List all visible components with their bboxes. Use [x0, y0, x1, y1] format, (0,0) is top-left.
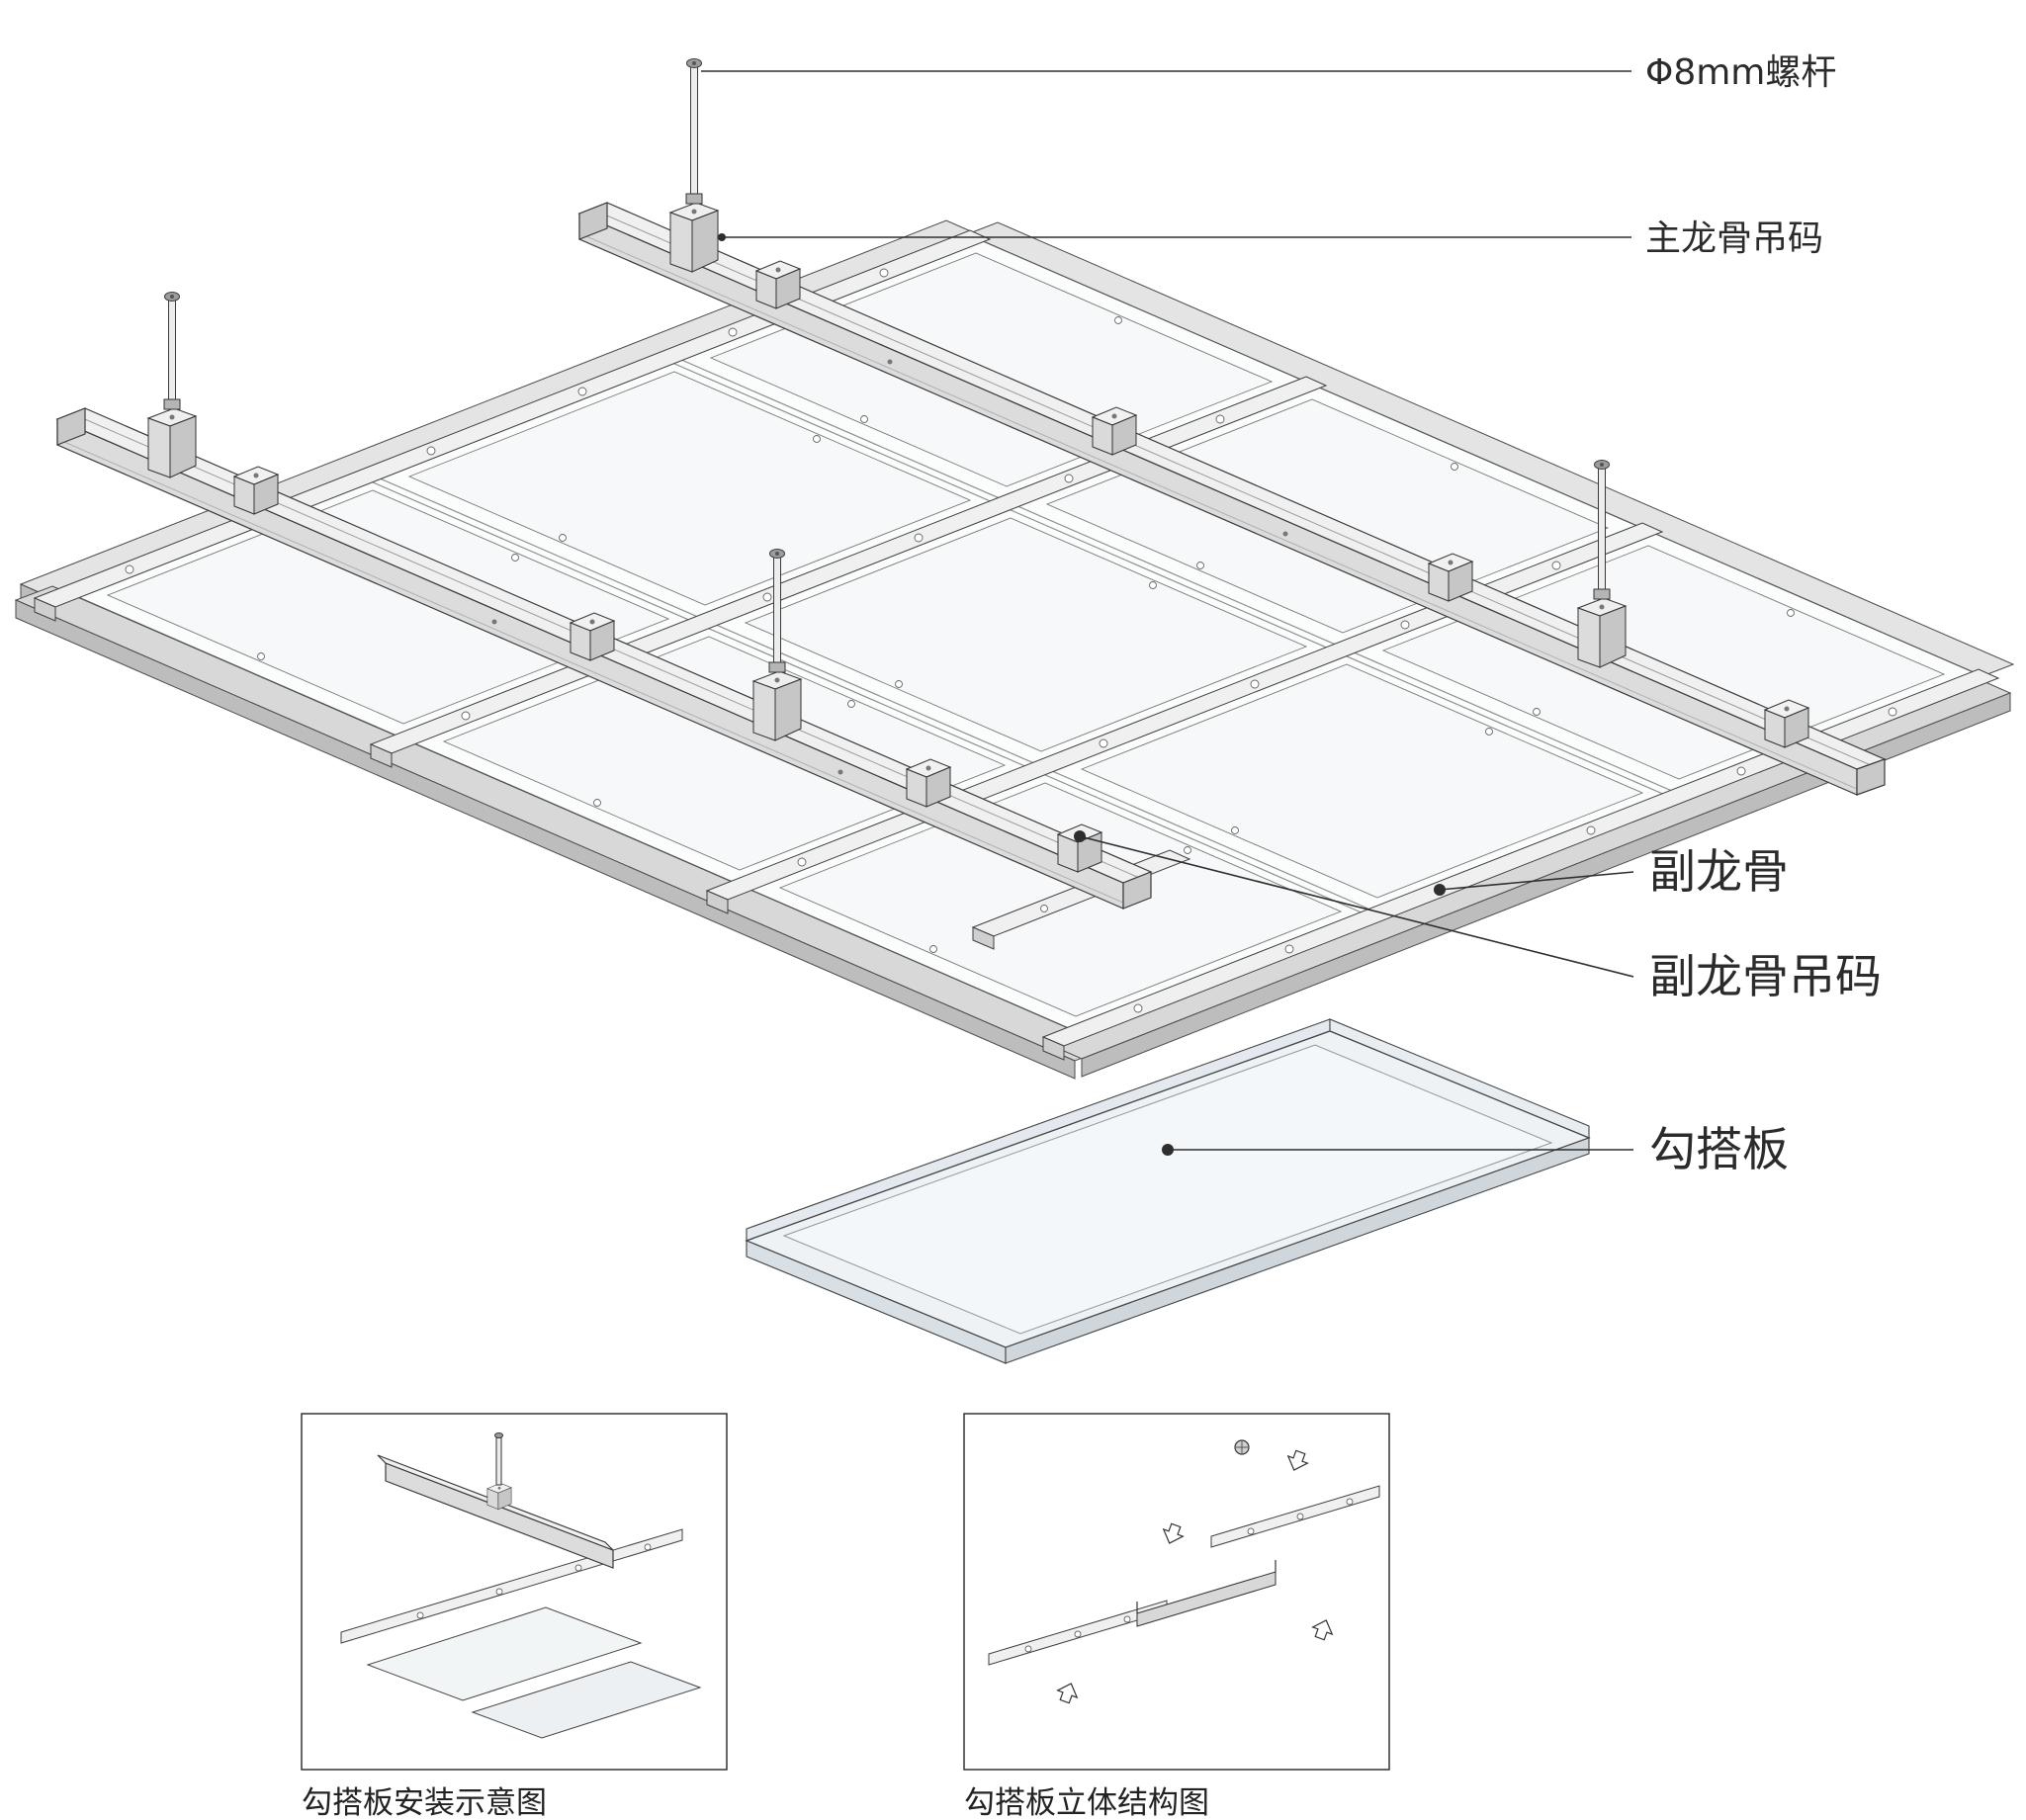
inset-installation-caption: 勾搭板安装示意图 — [302, 1785, 547, 1820]
threaded-rod — [773, 553, 781, 663]
main-keel-hanger — [147, 398, 197, 478]
hook-panel-lip — [1005, 1137, 1590, 1364]
captions: 勾搭板安装示意图 勾搭板立体结构图 — [302, 1785, 1209, 1820]
secondary-keel-hanger-clip — [570, 612, 615, 661]
carrier-end-cap — [1856, 758, 1886, 796]
carrier-end-cap — [578, 202, 608, 240]
secondary-keel-end — [370, 743, 393, 768]
secondary-keel-hanger-clip — [1092, 406, 1137, 456]
hook-panel-label: 勾搭板 — [1649, 1123, 1789, 1177]
hook-panel — [745, 1018, 1591, 1364]
secondary-keel-hanger-label: 副龙骨吊码 — [1649, 950, 1882, 1004]
main-carrier-upper — [577, 202, 1887, 796]
ceiling-panel — [1080, 663, 1644, 899]
inset-structure-caption: 勾搭板立体结构图 — [964, 1785, 1209, 1820]
secondary-keel-hanger-clip — [906, 758, 951, 808]
cross-ties — [370, 355, 1682, 921]
edge-strip-near-right-face — [1081, 692, 2011, 1078]
secondary-keel-end — [706, 890, 729, 914]
secondary-keel-label: 副龙骨 — [1649, 845, 1789, 900]
secondary-keel-hanger-clip — [755, 260, 801, 309]
secondary-keel-hanger-clip — [233, 466, 279, 515]
inset-structure-box — [963, 1413, 1390, 1771]
ceiling-panel — [744, 517, 1308, 752]
inset-structure — [963, 1413, 1390, 1771]
threaded-rod — [1598, 464, 1606, 590]
labels: Φ8mm螺杆 主龙骨吊码 副龙骨 副龙骨吊码 勾搭板 — [1645, 52, 1882, 1177]
hook-panel-field — [782, 1044, 1553, 1335]
threaded-rod — [168, 296, 176, 400]
inset-panel — [471, 1661, 702, 1739]
suspension-rods — [147, 58, 1627, 741]
ceiling-panel — [407, 371, 972, 606]
inset-installation — [301, 1413, 728, 1771]
main-keel-hanger-label: 主龙骨吊码 — [1645, 218, 1823, 259]
carrier-end-cap — [56, 407, 86, 446]
carrier-end-cap — [1122, 871, 1152, 910]
edge-frame — [14, 219, 2015, 1080]
threaded-rod — [690, 62, 698, 195]
panel-rivets — [257, 316, 1795, 953]
secondary-keel-hanger-clip — [1764, 699, 1809, 748]
inset-panel — [366, 1606, 643, 1701]
leader-lines — [701, 70, 1634, 1156]
secondary-keel-end — [1042, 1036, 1065, 1061]
secondary-keel-end — [34, 597, 56, 622]
rod-label: Φ8mm螺杆 — [1645, 52, 1836, 93]
main-keel-hanger — [669, 193, 719, 273]
secondary-keel-hanger-clip — [1428, 553, 1473, 602]
